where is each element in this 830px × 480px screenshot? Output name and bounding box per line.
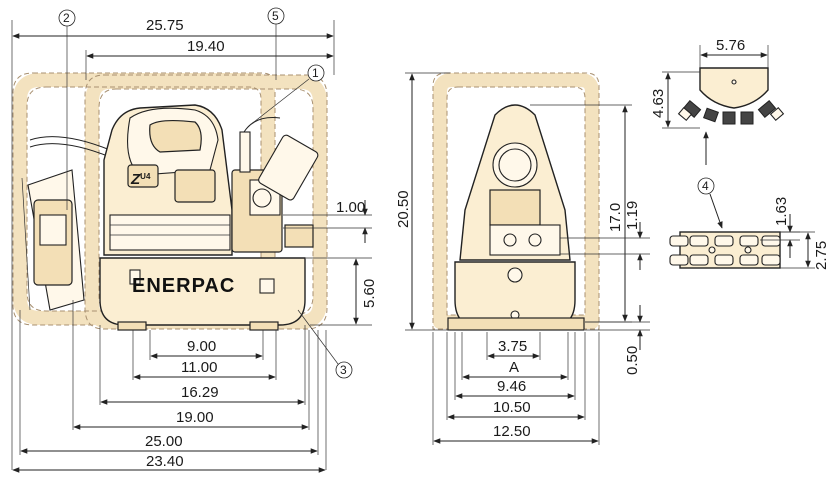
- pump-body: [103, 104, 233, 256]
- dim-side-23-40: 23.40: [146, 453, 184, 470]
- dim-front-1-19: 1.19: [624, 201, 641, 230]
- svg-text:3: 3: [340, 363, 347, 377]
- front-view: 20.50 17.0 1.19 0.50 3.75 A 9.46 10.50: [395, 72, 650, 445]
- dim-side-9-00: 9.00: [187, 338, 216, 355]
- control-valve: [231, 117, 319, 253]
- callout-5: 5: [267, 7, 285, 80]
- svg-text:2: 2: [63, 11, 70, 25]
- svg-text:1: 1: [312, 66, 319, 80]
- callout-2: 2: [58, 9, 76, 210]
- svg-text:5: 5: [272, 9, 279, 23]
- dim-front-0-50: 0.50: [624, 346, 641, 375]
- dim-side-1-00: 1.00: [336, 199, 365, 216]
- dim-side-11-00: 11.00: [181, 359, 217, 376]
- dim-front-3-75: 3.75: [498, 338, 527, 355]
- manifold-side-view: 1.63 2.75 4: [669, 177, 830, 270]
- side-view: ZU4 ENERPAC: [11, 7, 378, 473]
- dim-manifold-4-63: 4.63: [650, 89, 667, 118]
- dim-side-19-00: 19.00: [176, 409, 214, 426]
- remote-pendant: [21, 136, 111, 311]
- dim-front-A: A: [509, 359, 519, 376]
- callout-1: 1: [249, 64, 325, 126]
- dim-manifold-5-76: 5.76: [716, 37, 745, 54]
- dim-manifold-1-63: 1.63: [773, 197, 790, 226]
- dim-front-17-0: 17.0: [607, 203, 624, 232]
- model-badge: ZU4: [130, 171, 151, 188]
- callout-3: 3: [297, 309, 353, 379]
- dim-side-19-40: 19.40: [187, 38, 225, 55]
- dim-front-12-50: 12.50: [493, 423, 531, 440]
- brand-logo: ENERPAC: [132, 275, 235, 297]
- dim-side-16-29: 16.29: [181, 384, 219, 401]
- dim-front-9-46: 9.46: [497, 378, 526, 395]
- svg-text:4: 4: [702, 179, 709, 193]
- dim-front-10-50: 10.50: [493, 399, 531, 416]
- roll-cage-front: [85, 75, 327, 329]
- dim-manifold-2-75: 2.75: [813, 241, 830, 270]
- dim-front-20-50: 20.50: [395, 190, 412, 228]
- dim-side-5-60: 5.60: [361, 279, 378, 308]
- dim-side-25-00: 25.00: [145, 433, 183, 450]
- reservoir-tank: [99, 257, 306, 326]
- dim-side-25-75: 25.75: [146, 17, 184, 34]
- manifold-top-view: 5.76 4.63: [650, 37, 785, 165]
- callout-4: 4: [697, 177, 723, 229]
